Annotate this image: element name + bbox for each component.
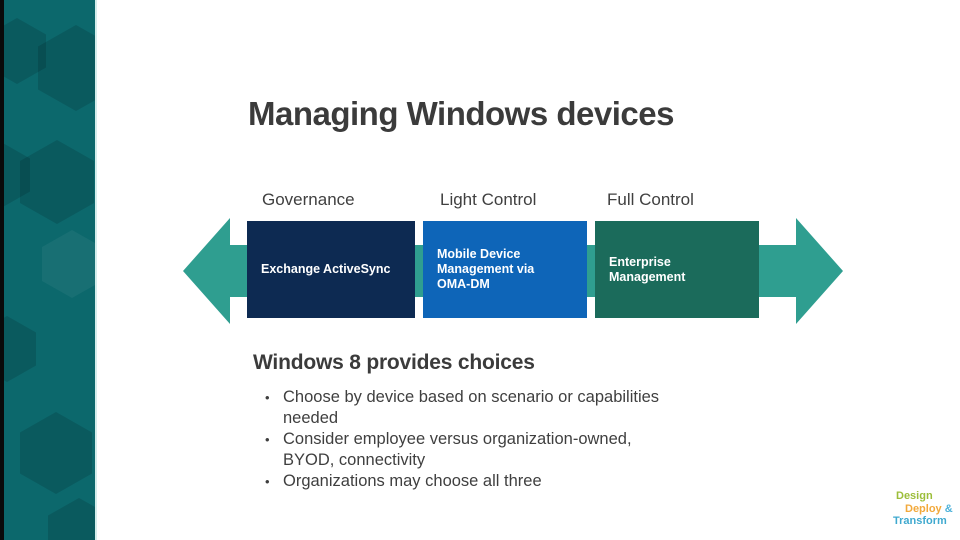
- logo-design-text: Design: [896, 490, 933, 502]
- bullet-item: Consider employee versus organization-ow…: [260, 429, 662, 471]
- section-subtitle: Windows 8 provides choices: [253, 351, 535, 374]
- bullet-list: Choose by device based on scenario or ca…: [260, 387, 662, 492]
- column-header-governance: Governance: [262, 190, 355, 209]
- column-header-light-control: Light Control: [440, 190, 537, 209]
- hexagon-icon: [38, 25, 95, 111]
- box-exchange-activesync: Exchange ActiveSync: [247, 221, 415, 318]
- bullet-item: Organizations may choose all three: [260, 471, 662, 492]
- design-deploy-transform-logo: Design Deploy & Transform: [893, 490, 953, 528]
- hexagon-icon: [0, 316, 36, 382]
- hexagon-icon: [20, 140, 94, 224]
- box-label: Exchange ActiveSync: [261, 262, 391, 276]
- hexagon-icon: [48, 498, 95, 540]
- hexagon-icon: [20, 412, 92, 494]
- column-header-full-control: Full Control: [607, 190, 694, 209]
- page-title: Managing Windows devices: [248, 95, 674, 132]
- logo-line-transform: Transform: [893, 515, 953, 528]
- bullet-item: Choose by device based on scenario or ca…: [260, 387, 662, 429]
- box-enterprise-management: Enterprise Management: [595, 221, 759, 318]
- logo-transform-text: Transform: [893, 515, 947, 527]
- logo-deploy-text: Deploy: [905, 502, 942, 515]
- logo-ampersand: &: [944, 502, 953, 515]
- box-label: Enterprise Management: [609, 254, 686, 284]
- sidebar-edge-strip: [0, 0, 4, 540]
- box-mobile-device-management: Mobile Device Management via OMA-DM: [423, 221, 587, 318]
- logo-line-deploy: Deploy &: [905, 503, 953, 516]
- hexagon-pattern-sidebar: [0, 0, 97, 540]
- hexagon-icon: [42, 230, 95, 298]
- box-label: Mobile Device Management via OMA-DM: [437, 247, 535, 291]
- logo-line-design: Design: [896, 490, 953, 503]
